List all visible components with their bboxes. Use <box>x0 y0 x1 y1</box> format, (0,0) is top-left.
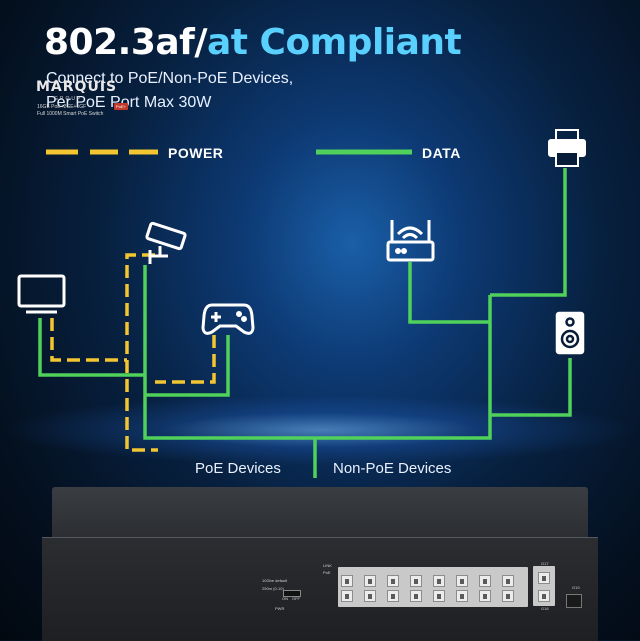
non-poe-devices-label: Non-PoE Devices <box>333 460 452 477</box>
switch-model-line-2: Full 1000M Smart PoE Switch <box>37 111 104 117</box>
rj45-port[interactable] <box>433 590 445 602</box>
rj45-port[interactable] <box>456 590 468 602</box>
cctv-camera-icon <box>145 221 187 264</box>
rj45-port[interactable] <box>341 590 353 602</box>
sfp-port-label: G19 <box>572 585 580 590</box>
rj45-port[interactable] <box>479 575 491 587</box>
uplink-port[interactable] <box>538 572 550 584</box>
gamepad-icon <box>201 303 255 335</box>
switch-top-panel <box>52 487 588 542</box>
headline: 802.3af/at Compliant <box>44 22 462 63</box>
rj45-port[interactable] <box>502 575 514 587</box>
printer-icon <box>548 129 586 167</box>
headline-part-2: at Compliant <box>206 22 462 63</box>
headline-part-1: 802.3af/ <box>44 22 207 63</box>
uplink-label-1: G17 <box>541 561 549 566</box>
poe-led-label: PoE <box>323 570 331 575</box>
rj45-port[interactable] <box>387 575 399 587</box>
monitor-icon <box>17 274 66 314</box>
rj45-port[interactable] <box>456 575 468 587</box>
power-legend-label: POWER <box>168 145 224 161</box>
switch-brand-sub: GROUP <box>54 96 83 102</box>
link-led-label: LINK <box>323 563 332 568</box>
rj45-port[interactable] <box>341 575 353 587</box>
rj45-port[interactable] <box>479 590 491 602</box>
poe-plus-badge: PoE+ <box>114 103 128 110</box>
wifi-router-icon <box>386 220 435 262</box>
rj45-port[interactable] <box>410 575 422 587</box>
sfp-port[interactable] <box>566 594 582 608</box>
mode-label: 10Gbe default <box>262 578 288 583</box>
poe-switch <box>42 487 598 641</box>
rj45-port[interactable] <box>433 575 445 587</box>
rj45-port[interactable] <box>502 590 514 602</box>
mode-toggle-switch[interactable] <box>283 590 301 597</box>
mode-label-2: 250m (0-10) <box>262 586 284 591</box>
data-legend-label: DATA <box>422 145 461 161</box>
data-lines <box>38 168 572 478</box>
rj45-port[interactable] <box>364 590 376 602</box>
poe-devices-label: PoE Devices <box>195 460 281 477</box>
background-light-glow <box>0 395 640 465</box>
pwr-led-label: PWR <box>275 606 285 611</box>
rj45-port[interactable] <box>410 590 422 602</box>
power-lines <box>50 253 216 452</box>
uplink-label-2: G18 <box>541 606 549 611</box>
rj45-port[interactable] <box>387 590 399 602</box>
speaker-icon <box>555 311 585 355</box>
mode-off-label: OFF <box>292 596 300 601</box>
uplink-port[interactable] <box>538 590 550 602</box>
switch-model-line-1: 16GE PoE+2GE+1GF <box>37 104 87 110</box>
subtitle-line-1: Connect to PoE/Non-PoE Devices, <box>46 70 294 87</box>
rj45-port[interactable] <box>364 575 376 587</box>
mode-on-label: ON <box>282 596 288 601</box>
subtitle-line-2: Per PoE Port Max 30W <box>46 94 212 111</box>
switch-brand: MARQUIS <box>36 79 118 95</box>
